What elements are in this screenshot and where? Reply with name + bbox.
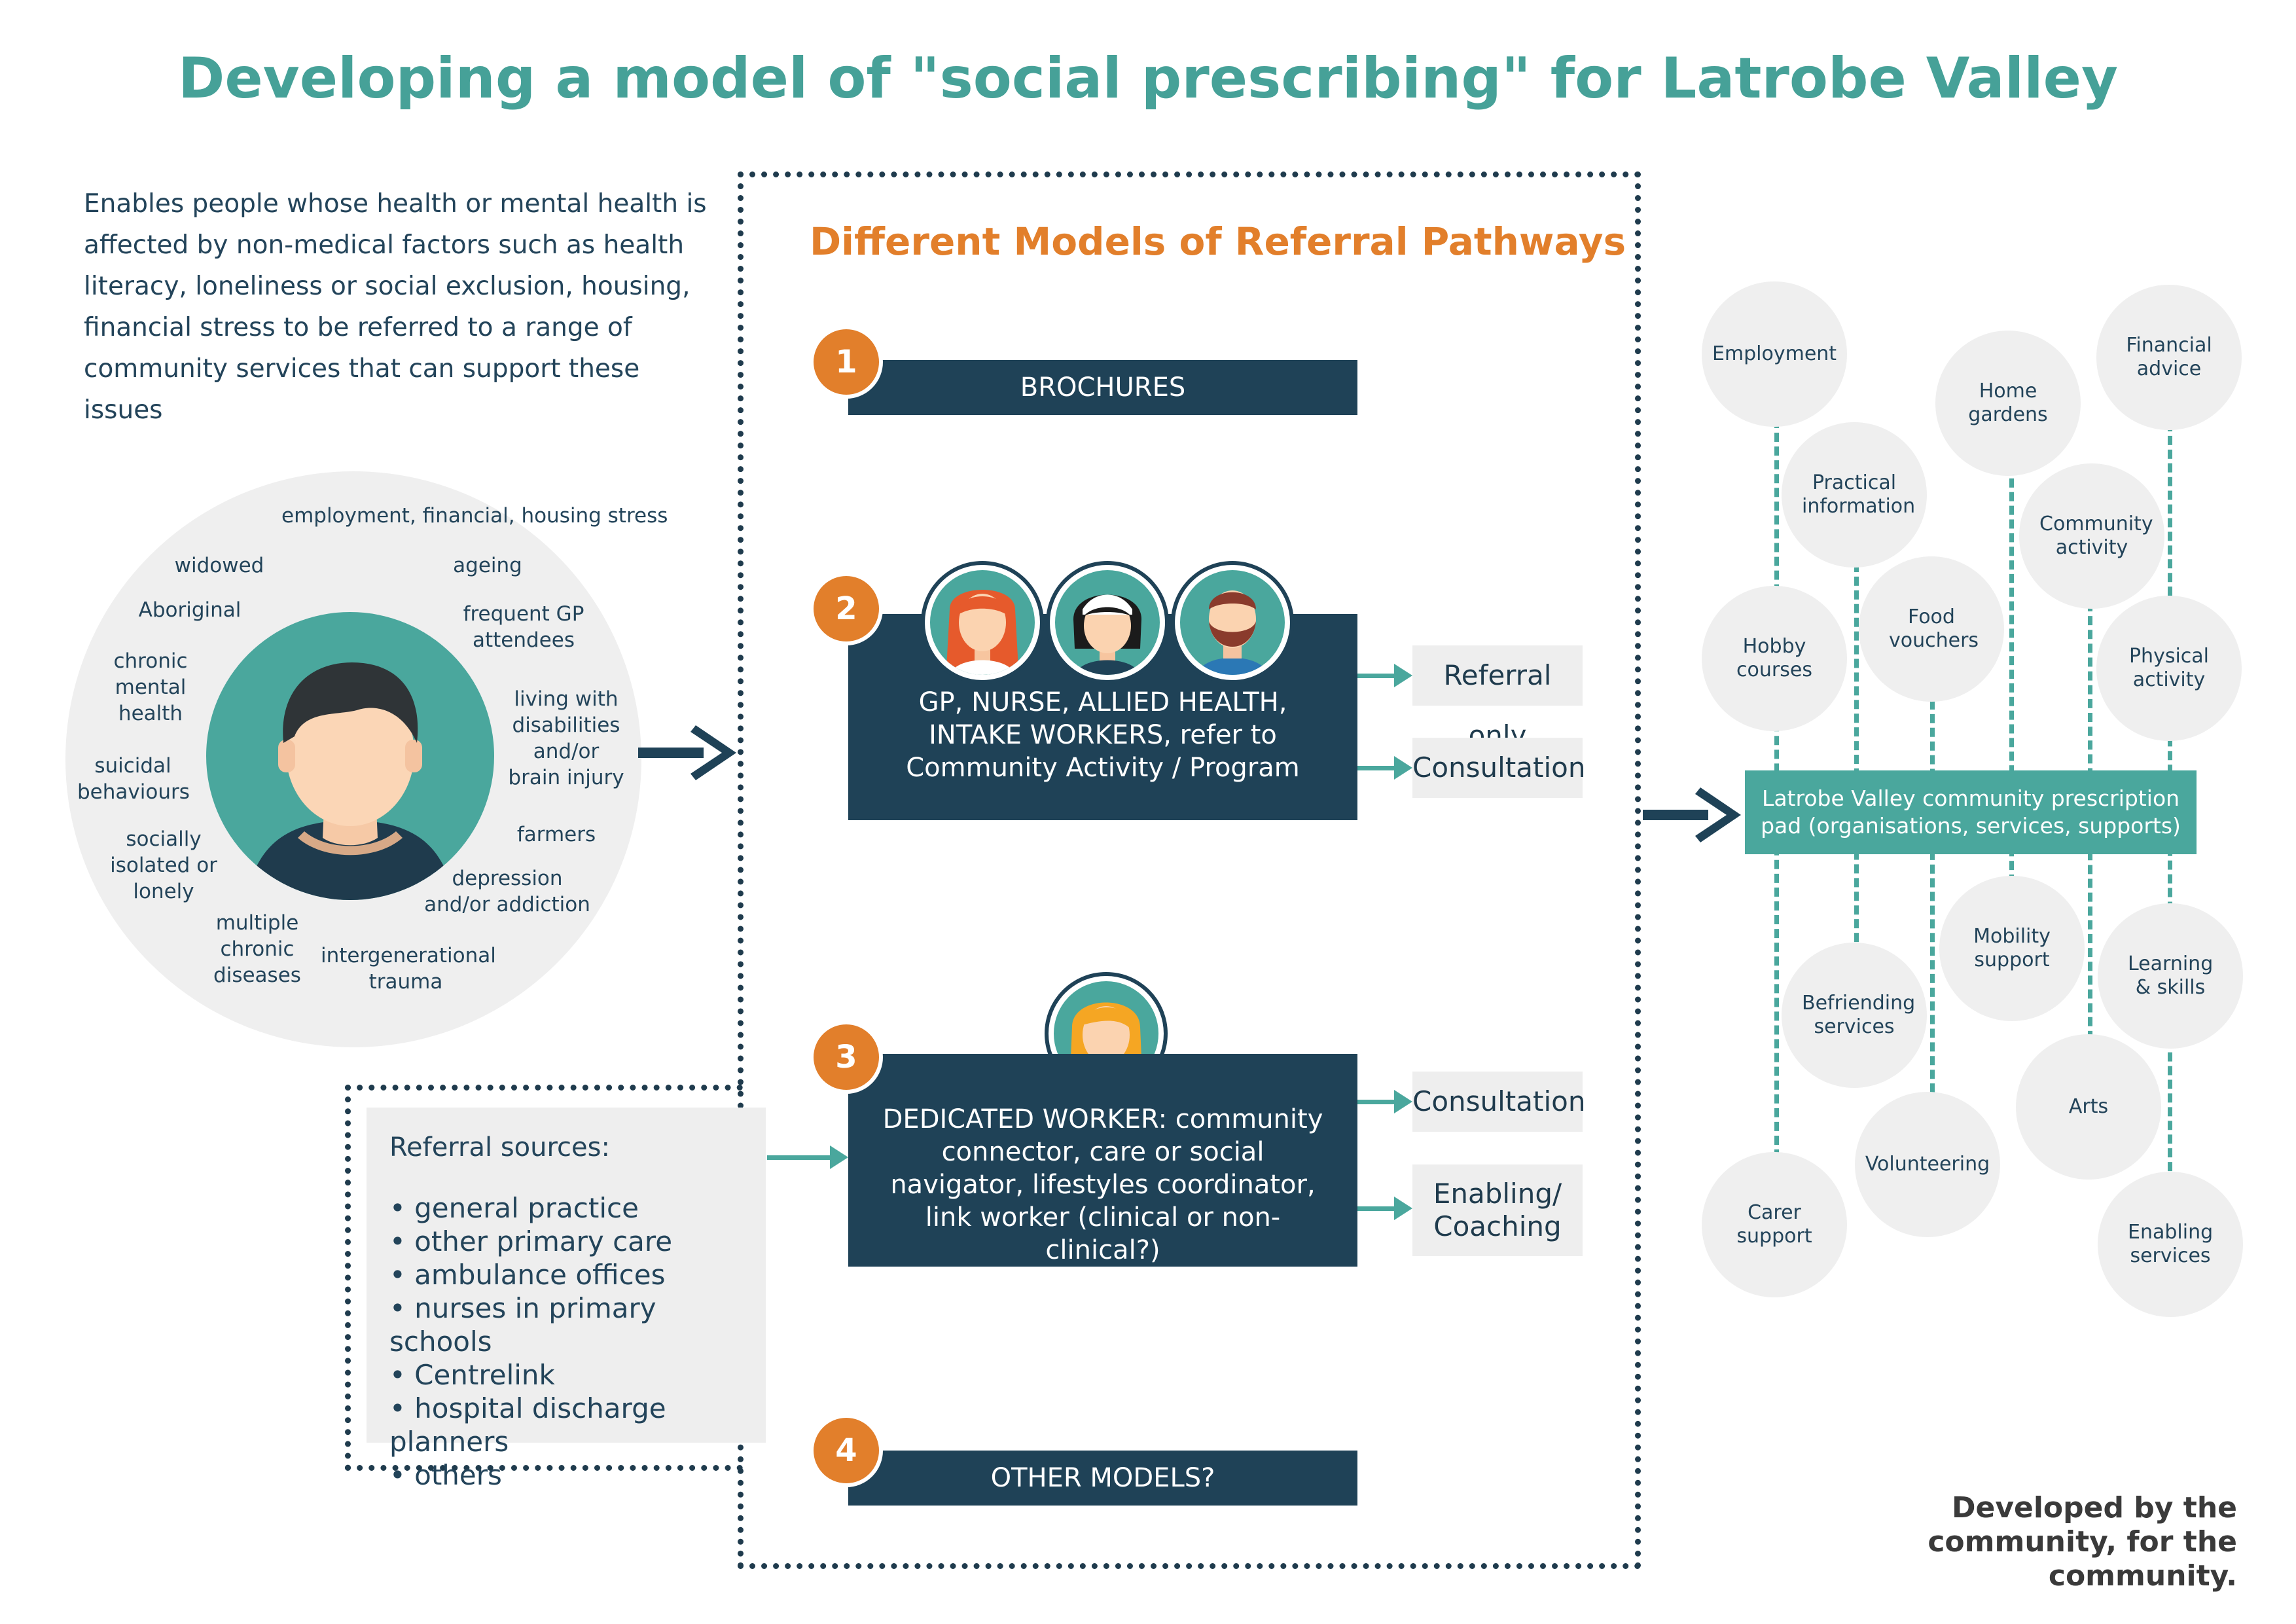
referral-bracket-top (345, 1085, 743, 1091)
factor-depression: depression and/or addiction (424, 867, 590, 916)
resource-physical-activity: Physical activity (2096, 596, 2242, 741)
factor-isolated: socially isolated or lonely (110, 827, 217, 903)
outcome-consultation-3: Consultation (1412, 1072, 1585, 1132)
page-title: Developing a model of "social prescribin… (177, 46, 2119, 111)
list-item: • hospital discharge planners (389, 1392, 666, 1458)
models-title: Different Models of Referral Pathways (810, 219, 1626, 264)
resource-carer-support: Carer support (1702, 1152, 1847, 1297)
connector-col-4 (2009, 465, 2014, 884)
connector-col-3 (1930, 700, 1935, 1106)
model-2-label: GP, NURSE, ALLIED HEALTH, INTAKE WORKERS… (906, 687, 1300, 783)
list-item: • Centrelink (389, 1359, 555, 1391)
arrow-head-referral-to-worker (830, 1146, 848, 1169)
factor-chronic-mental: chronic mental health (113, 649, 188, 725)
factor-suicidal: suicidal behaviours (77, 754, 190, 804)
model-4-bar: OTHER MODELS? (848, 1451, 1357, 1506)
arrow-referral-only (1357, 674, 1397, 678)
resource-enabling-services: Enabling services (2098, 1172, 2243, 1317)
model-4-badge: 4 (810, 1414, 883, 1487)
referral-bracket-left (345, 1085, 351, 1471)
credit-text: Developed by the community, for the comm… (1928, 1491, 2237, 1593)
model-3-bar: DEDICATED WORKER: community connector, c… (848, 1054, 1357, 1267)
list-item: • general practice (389, 1192, 639, 1224)
factor-ageing: ageing (453, 554, 522, 577)
model-3-badge: 3 (810, 1020, 883, 1094)
arrow-enabling (1357, 1206, 1397, 1211)
factor-farmers: farmers (516, 823, 596, 846)
referral-bracket-bottom (345, 1465, 743, 1471)
resource-befriending-services: Befriending services (1782, 943, 1927, 1088)
resource-hobby-courses: Hobby courses (1702, 586, 1847, 731)
list-item: • nurses in primary schools (389, 1292, 656, 1358)
referral-sources-title: Referral sources: (389, 1132, 610, 1163)
resource-community-activity: Community activity (2019, 463, 2164, 609)
arrow-head-enabling (1394, 1197, 1412, 1220)
resource-food-vouchers: Food vouchers (1859, 556, 2004, 702)
model-1-bar: BROCHURES (848, 360, 1357, 415)
arrow-head-consultation-3 (1394, 1090, 1412, 1113)
woman-dark-hair-icon (1073, 594, 1141, 675)
factor-widowed: widowed (174, 554, 264, 577)
man-beard-icon (1196, 590, 1268, 675)
avatar-dark-hair (1050, 565, 1165, 680)
prescription-pad: Latrobe Valley community prescription pa… (1745, 770, 2197, 854)
model-1-badge: 1 (810, 325, 883, 399)
arrow-referral-to-worker (767, 1155, 833, 1160)
outcome-consultation-2: Consultation (1412, 738, 1585, 798)
resource-volunteering: Volunteering (1855, 1092, 2000, 1237)
resource-home-gardens: Home gardens (1935, 331, 2081, 476)
factor-chronic-diseases: multiple chronic diseases (213, 911, 301, 987)
factor-disabilities: living with disabilities and/or brain in… (508, 687, 624, 789)
arrow-to-pad-icon (1643, 787, 1741, 842)
outcome-enabling: Enabling/ Coaching (1412, 1164, 1583, 1256)
avatar-bearded-man (1175, 565, 1290, 680)
factor-stress: employment, financial, housing stress (281, 504, 668, 528)
resource-mobility-support: Mobility support (1939, 876, 2085, 1021)
resource-learning-skills: Learning & skills (2098, 903, 2243, 1049)
arrow-head-referral-only (1394, 664, 1412, 687)
factor-aboriginal: Aboriginal (138, 598, 242, 622)
factor-trauma: intergenerational trauma (321, 944, 496, 994)
arrow-head-consultation-2 (1394, 756, 1412, 780)
outcome-referral-only: Referral only (1412, 645, 1583, 751)
referral-sources-list: • general practice • other primary care … (389, 1191, 766, 1492)
intro-text: Enables people whose health or mental he… (84, 189, 707, 425)
resource-arts: Arts (2016, 1034, 2161, 1180)
model-2-badge: 2 (810, 572, 883, 645)
model-3-label: DEDICATED WORKER: community connector, c… (882, 1104, 1323, 1265)
referral-sources-box: Referral sources: • general practice • o… (367, 1108, 766, 1491)
arrow-consultation-2 (1357, 766, 1397, 770)
resource-practical-information: Practical information (1782, 422, 1927, 568)
models-frame (738, 171, 1641, 1569)
resource-financial-advice: Financial advice (2096, 285, 2242, 430)
connector-col-2 (1854, 563, 1859, 956)
avatar-redhead (925, 565, 1040, 680)
person-icon (245, 662, 455, 900)
resource-employment: Employment (1702, 281, 1847, 427)
list-item: • other primary care (389, 1225, 673, 1257)
factor-frequent-gp: frequent GP attendees (463, 602, 584, 652)
list-item: • others (389, 1459, 502, 1491)
list-item: • ambulance offices (389, 1259, 666, 1291)
arrow-to-models-icon (638, 725, 736, 780)
woman-red-hair-icon (946, 590, 1018, 675)
arrow-consultation-3 (1357, 1100, 1397, 1104)
person-avatar (206, 612, 494, 900)
